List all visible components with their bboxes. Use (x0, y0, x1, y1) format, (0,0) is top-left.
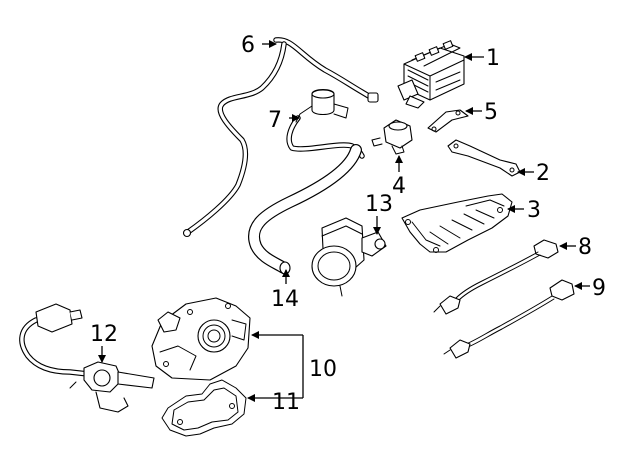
oxygen-sensor-part-9[interactable] (443, 279, 575, 359)
valve-part-12[interactable] (19, 303, 155, 413)
callout-4: 4 (392, 174, 406, 199)
callout-8: 8 (578, 235, 592, 260)
callout-5: 5 (484, 100, 498, 125)
callout-14: 14 (271, 287, 299, 312)
oxygen-sensor-part-8[interactable] (433, 239, 559, 315)
air-pump-part-13[interactable] (311, 217, 387, 297)
gasket-part-11[interactable] (161, 379, 247, 437)
leader-lines (98, 40, 590, 402)
callout-9: 9 (592, 276, 606, 301)
valve-housing-part-10[interactable] (151, 297, 251, 381)
callout-6: 6 (241, 33, 255, 58)
callout-labels: 1 2 3 4 5 6 7 8 9 10 11 12 13 14 (90, 33, 606, 415)
callout-1: 1 (486, 46, 500, 71)
vacuum-line-part-6[interactable] (182, 37, 379, 238)
callout-3: 3 (527, 198, 541, 223)
callout-2: 2 (536, 161, 550, 186)
purge-valve-part-4[interactable] (371, 119, 413, 155)
vacuum-reservoir-part-7[interactable] (286, 88, 365, 159)
bracket-part-2[interactable] (447, 139, 521, 177)
callout-10: 10 (309, 357, 337, 382)
callout-11: 11 (272, 390, 300, 415)
callout-7: 7 (268, 108, 282, 133)
shield-part-3[interactable] (401, 193, 513, 253)
callout-12: 12 (90, 322, 118, 347)
charcoal-canister-part-1[interactable] (397, 40, 465, 109)
bracket-part-5[interactable] (427, 109, 469, 133)
callout-13: 13 (365, 192, 393, 217)
